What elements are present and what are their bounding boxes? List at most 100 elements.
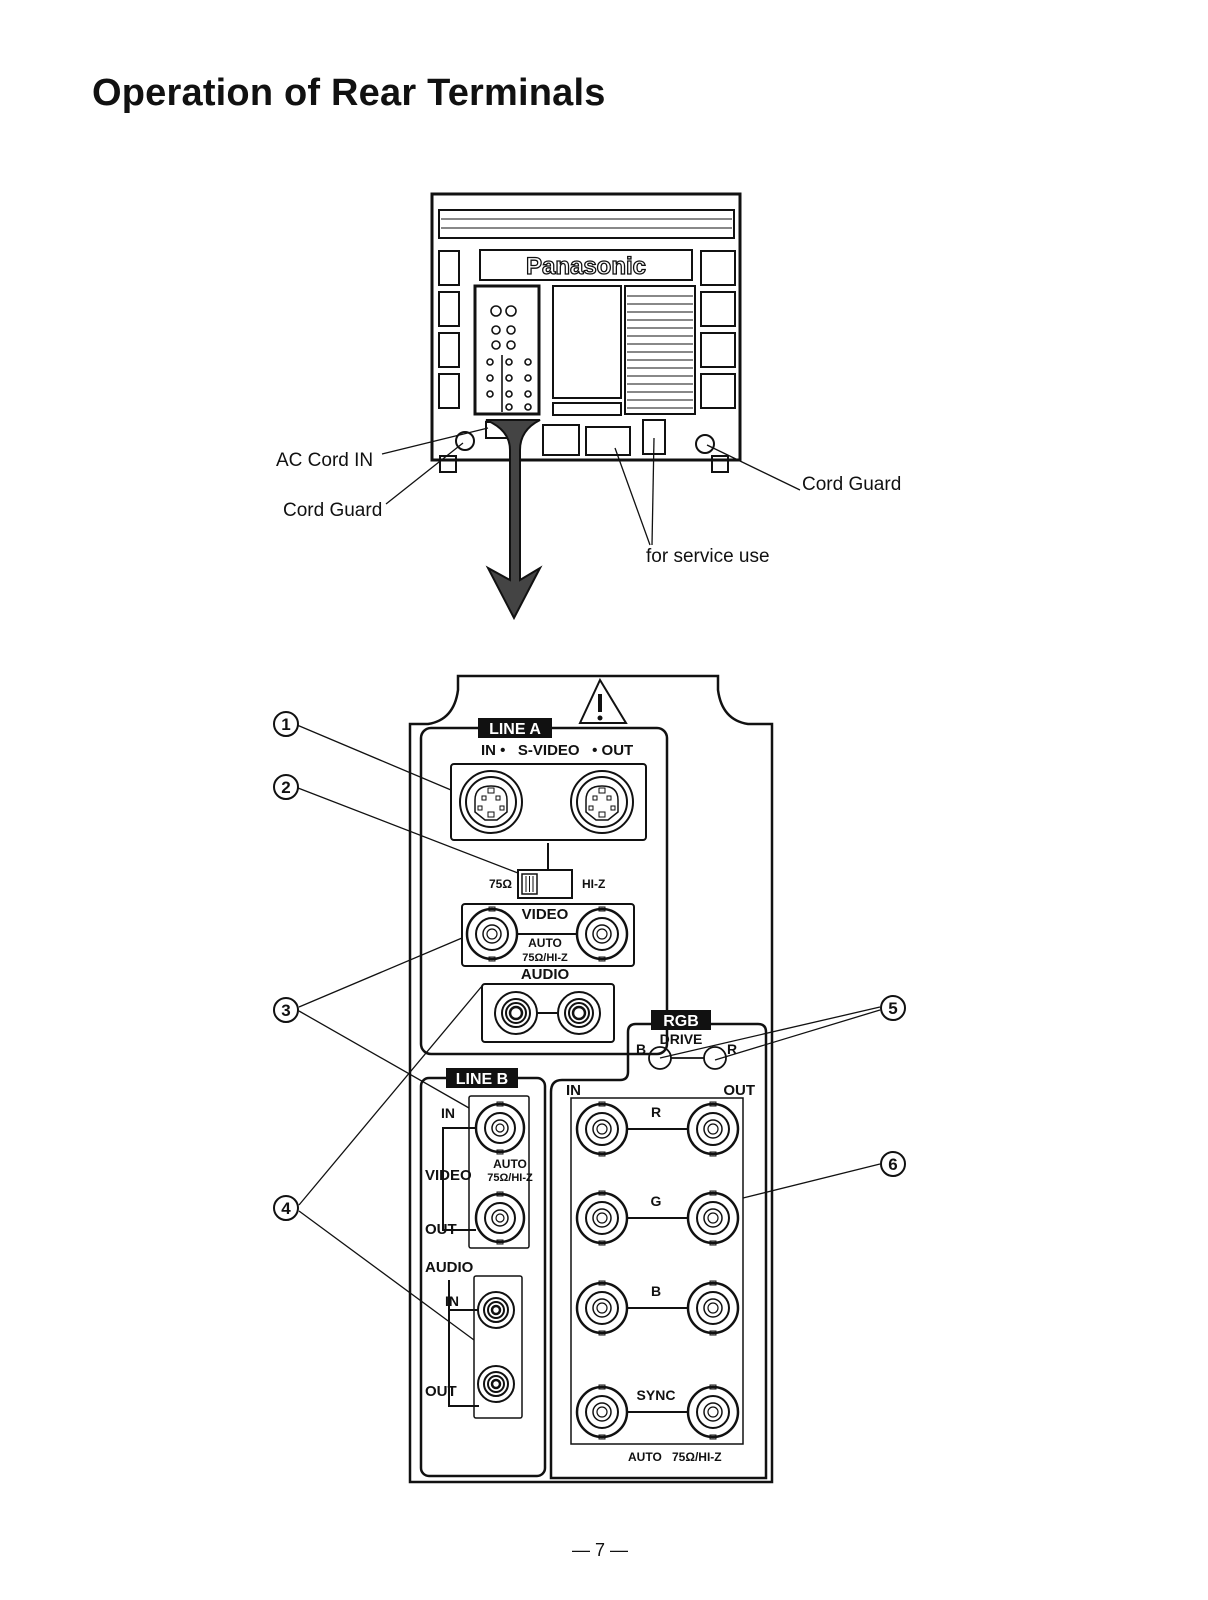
rgb-row-label: B: [651, 1283, 661, 1299]
line-b-badge-text: LINE B: [456, 1071, 508, 1088]
callout-5: 5: [880, 995, 906, 1021]
rgb-sync-out-jack[interactable]: [686, 1384, 740, 1440]
callout-1: 1: [273, 711, 299, 737]
rgb-row-g: G: [575, 1190, 740, 1246]
rgb-row-label: R: [651, 1104, 661, 1120]
line-b-video-in-jack[interactable]: [474, 1101, 526, 1155]
callout-6: 6: [880, 1151, 906, 1177]
line-a-audio-in-jack[interactable]: [494, 991, 538, 1035]
drive-r-label: R: [727, 1041, 737, 1057]
mini-jacks: [486, 305, 532, 412]
line-b-auto-label: AUTO: [493, 1157, 527, 1171]
rgb-row-r: R: [575, 1101, 740, 1157]
svg-text:5: 5: [888, 999, 897, 1018]
svg-text:6: 6: [888, 1155, 897, 1174]
foot-left: [439, 455, 457, 473]
svideo-out-jack[interactable]: [570, 770, 634, 834]
line-b-video-label: VIDEO: [425, 1167, 472, 1184]
line-a-video-in-jack[interactable]: [465, 906, 519, 962]
svideo-header: IN • S-VIDEO • OUT: [481, 742, 633, 759]
line-a-section: [419, 726, 669, 1056]
rgb-impedance-label: 75Ω/HI-Z: [672, 1450, 722, 1464]
svideo-in-jack[interactable]: [459, 770, 523, 834]
rgb-b-out-jack[interactable]: [686, 1280, 740, 1336]
drive-b-label: B: [636, 1041, 646, 1057]
callout-4: 4: [273, 1195, 299, 1221]
grill: [624, 285, 696, 415]
monitor-body: [430, 192, 742, 462]
panel-outline: [408, 674, 774, 1484]
rgb-r-in-jack[interactable]: [575, 1101, 629, 1157]
line-a-video-label: VIDEO: [522, 906, 569, 923]
line-b-section: [419, 1076, 547, 1478]
rgb-badge-text: RGB: [663, 1013, 699, 1030]
line-a-badge: [478, 718, 552, 738]
brand-plate: [479, 249, 693, 281]
line-a-audio-rca: [481, 983, 615, 1043]
switch-hiz-label: HI-Z: [582, 877, 605, 891]
zoom-arrow: [485, 419, 543, 621]
line-a-auto-label: AUTO: [528, 936, 562, 950]
rgb-g-out-jack[interactable]: [686, 1190, 740, 1246]
line-a-impedance-label: 75Ω/HI-Z: [522, 952, 568, 964]
line-a-video-bnc: [461, 903, 635, 967]
rgb-row-label: SYNC: [637, 1387, 676, 1403]
rgb-row-label: G: [651, 1193, 662, 1209]
terminal-board-mini: [473, 284, 541, 416]
rgb-auto-label: AUTO: [628, 1450, 662, 1464]
rgb-g-in-jack[interactable]: [575, 1190, 629, 1246]
callout-leaders: [296, 724, 881, 1341]
rgb-jack-rows: R G B SYNC: [575, 1101, 740, 1440]
warning-triangle-icon: [578, 677, 628, 724]
rgb-r-out-jack[interactable]: [686, 1101, 740, 1157]
callout-2: 2: [273, 774, 299, 800]
rgb-jack-frame: [570, 1097, 744, 1445]
cord-guard-left: [455, 431, 475, 451]
cord-guard-right-label: Cord Guard: [802, 474, 902, 495]
line-a-audio-out-jack[interactable]: [557, 991, 601, 1035]
rgb-sync-in-jack[interactable]: [575, 1384, 629, 1440]
ac-cord-in-label: AC Cord IN: [276, 450, 374, 471]
vent-slots: [441, 218, 732, 229]
service-connector: [585, 426, 631, 456]
rgb-in-label: IN: [566, 1082, 581, 1099]
callout-markers: 1 2 3 4 5 6: [273, 711, 906, 1221]
cord-guard-right: [695, 434, 715, 454]
drive-r-knob[interactable]: [703, 1046, 727, 1070]
line-b-audio-label: AUDIO: [425, 1259, 474, 1276]
line-b-audio-rca: [448, 1275, 523, 1419]
rgb-badge: [651, 1010, 711, 1030]
leader-lines-top: [381, 427, 801, 546]
svg-text:2: 2: [281, 778, 290, 797]
page-number: — 7 —: [572, 1540, 629, 1560]
callout-3: 3: [273, 997, 299, 1023]
grill-lines: [627, 295, 693, 409]
line-b-video-out-jack[interactable]: [474, 1191, 526, 1245]
line-b-audio-in-jack[interactable]: [477, 1291, 515, 1329]
label-panel: [552, 285, 622, 399]
foot-right: [711, 455, 729, 473]
svg-text:1: 1: [281, 715, 290, 734]
rgb-out-label: OUT: [723, 1082, 755, 1099]
monitor-rear-view: [430, 192, 742, 473]
page-title: Operation of Rear Terminals: [92, 72, 606, 114]
svideo-jacks: [450, 763, 647, 841]
rgb-b-in-jack[interactable]: [575, 1280, 629, 1336]
line-b-audio-in-label: IN: [445, 1293, 459, 1309]
line-a-audio-label: AUDIO: [521, 966, 570, 983]
line-b-badge: [446, 1068, 518, 1088]
impedance-switch[interactable]: [517, 843, 573, 899]
rgb-row-b: B: [575, 1280, 740, 1336]
side-pads-left: [438, 250, 460, 409]
side-pads-right: [700, 250, 736, 409]
vent-strip: [438, 209, 735, 239]
cord-guard-left-label: Cord Guard: [283, 500, 383, 521]
line-b-audio-out-jack[interactable]: [477, 1365, 515, 1403]
line-a-video-out-jack[interactable]: [575, 906, 629, 962]
switch-75ohm-label: 75Ω: [489, 877, 512, 891]
power-block: [542, 424, 580, 456]
line-b-impedance-label: 75Ω/HI-Z: [487, 1172, 533, 1184]
line-b-video-bnc: [442, 1095, 530, 1249]
drive-label: DRIVE: [660, 1031, 703, 1047]
